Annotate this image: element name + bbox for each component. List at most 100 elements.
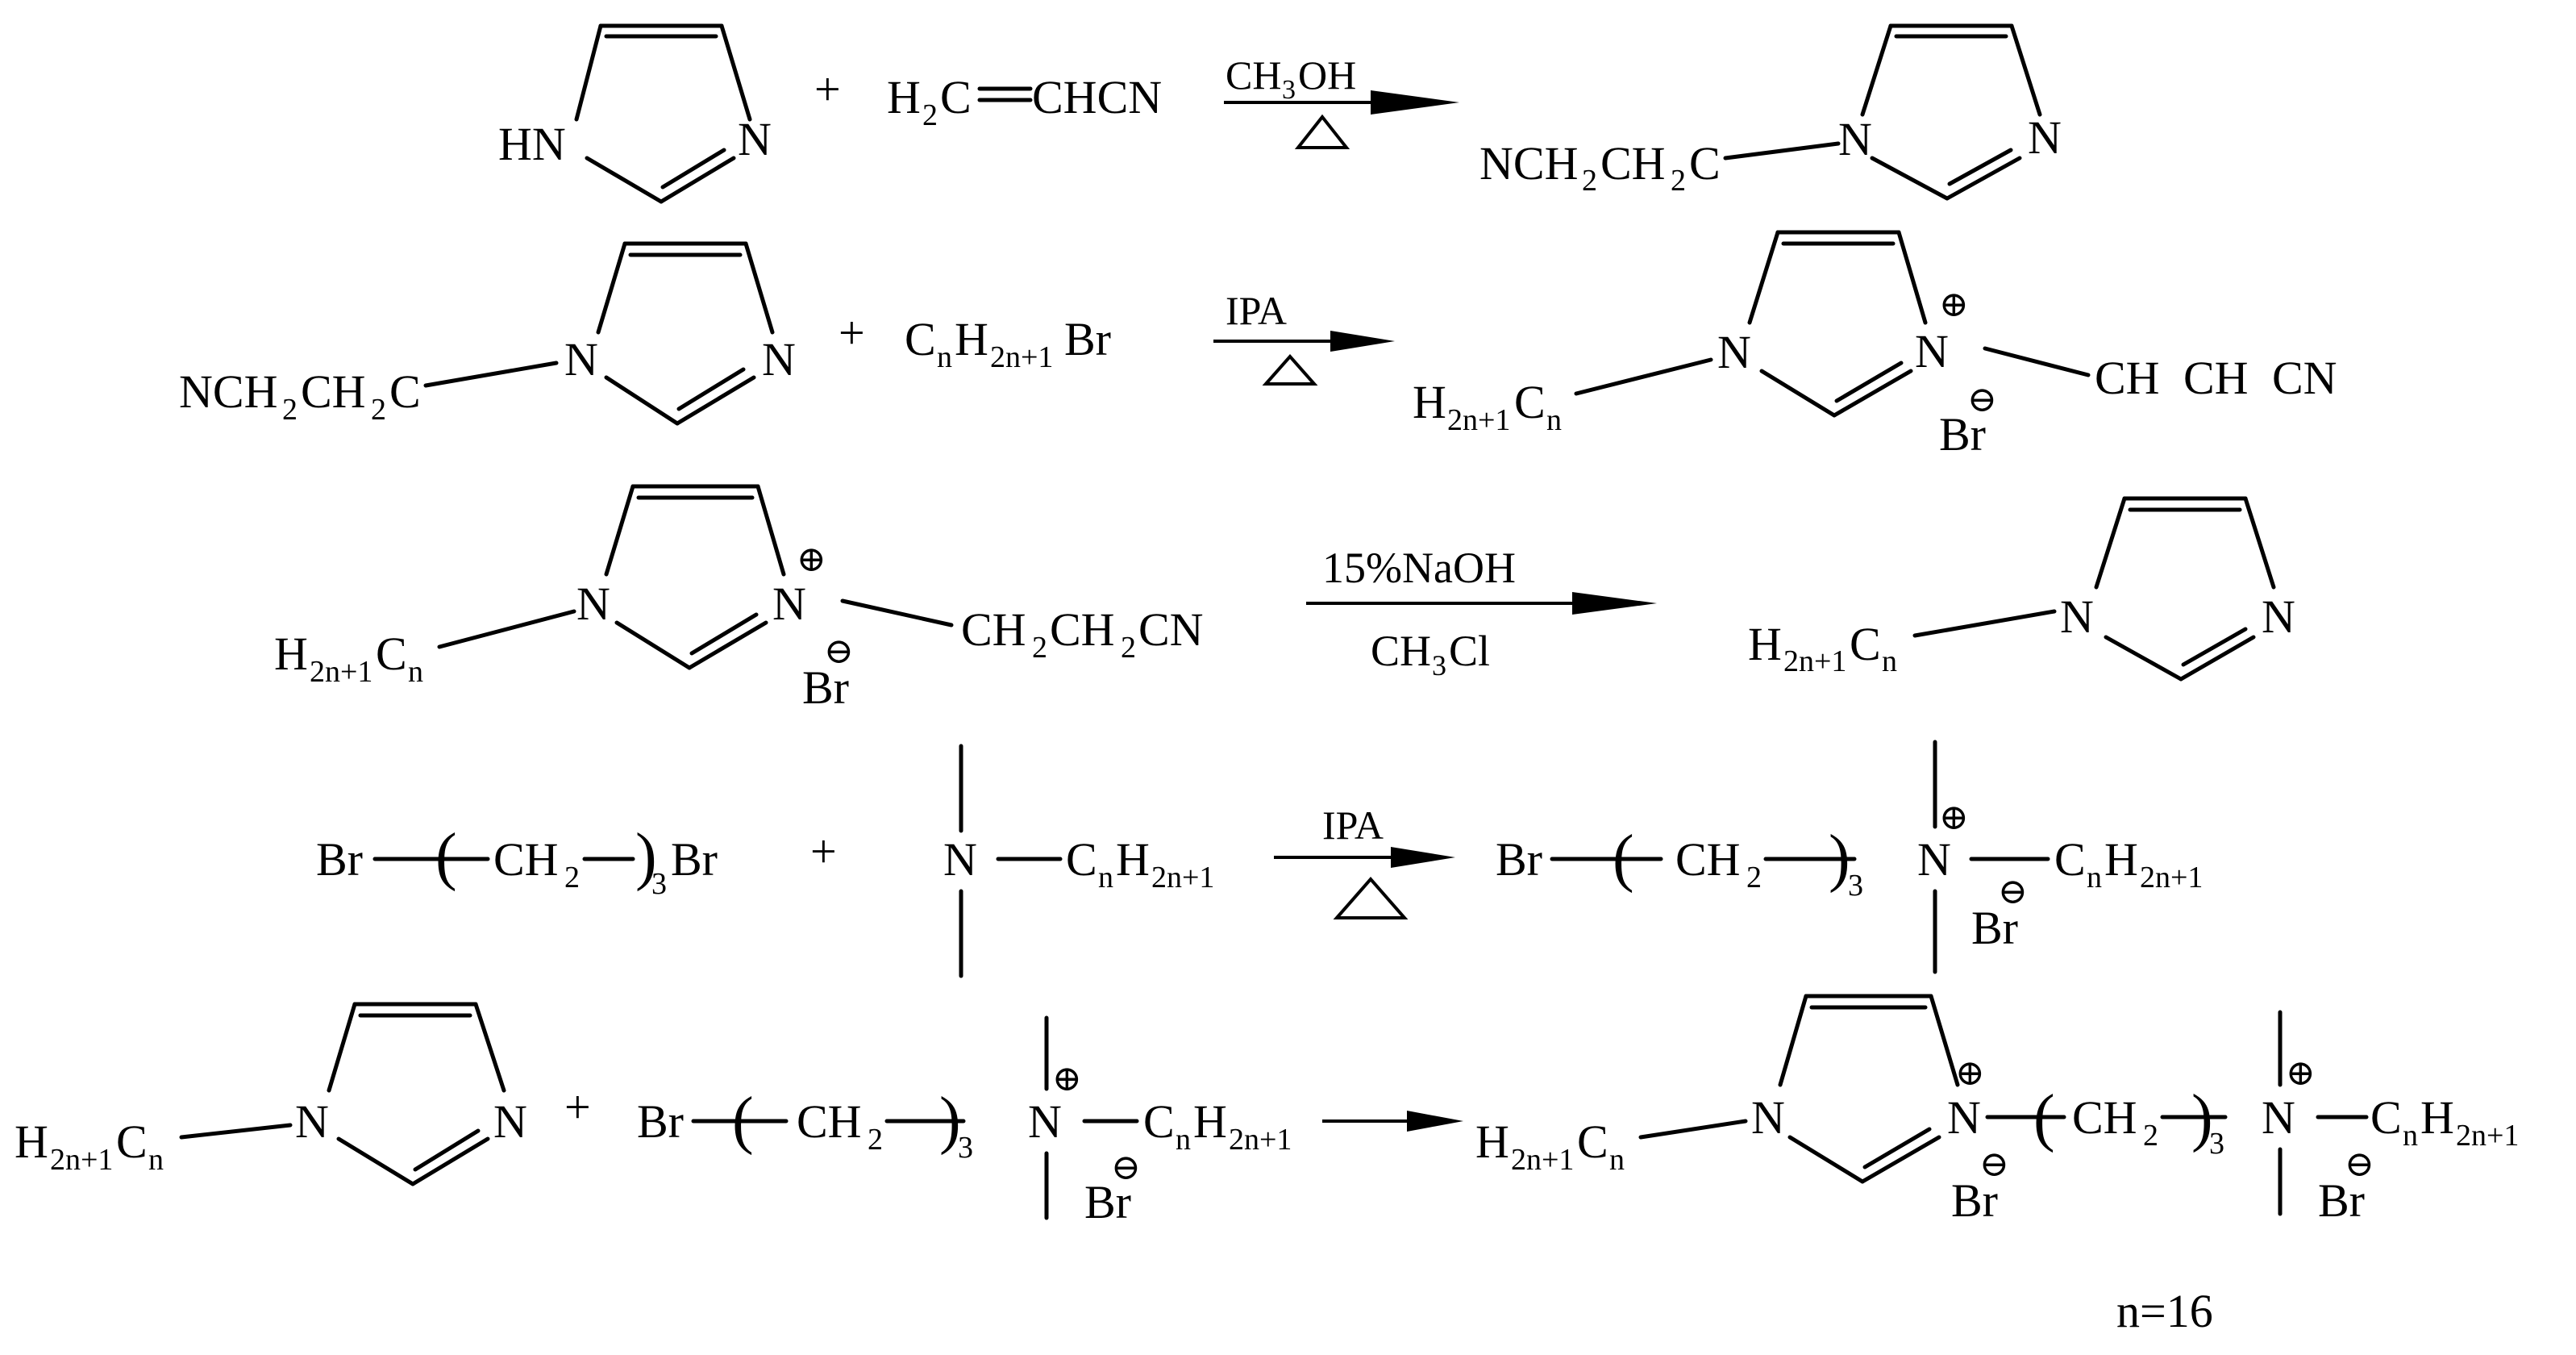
product-h: H <box>1413 376 1446 428</box>
ammonium-alkyl-n: n <box>2403 1119 2418 1153</box>
reactant-n2-label: N <box>762 333 796 386</box>
amine-alkyl-c: C <box>1066 833 1097 886</box>
n-label: N <box>738 113 772 165</box>
reactant-h: H <box>15 1115 48 1168</box>
reactant-sub-2n1: 2n+1 <box>310 655 372 689</box>
cyanoethyl-b: CH <box>2183 352 2249 404</box>
product-imidazole-ring <box>2094 496 2276 682</box>
product-n: n <box>1609 1143 1625 1177</box>
product-paren-open: ( <box>1613 823 1634 894</box>
reactant-c: C <box>116 1115 148 1168</box>
condition-sub: 3 <box>1282 75 1296 105</box>
imidazole-ring <box>574 23 752 204</box>
product-c: C <box>1850 618 1881 670</box>
reactant-imidazole-ring <box>327 1002 506 1186</box>
product-sub-a: 2 <box>1582 164 1597 198</box>
product-sub-2: 2 <box>1746 861 1762 894</box>
imidazolium-charge: ⊕ <box>1955 1053 1985 1093</box>
cyanoethyl-a: CH <box>2095 352 2160 404</box>
product-sub-2n1: 2n+1 <box>1783 644 1846 678</box>
heat-symbol <box>1262 353 1318 386</box>
step-1: HN N + H 2 C CHCN CH 3 OH NCH 2 CH 2 C <box>498 23 2062 204</box>
anion-charge: ⊖ <box>824 632 854 671</box>
product-h: H <box>1475 1115 1509 1168</box>
plus-sign: + <box>814 63 841 115</box>
product-n: n <box>1546 403 1562 437</box>
cyanoethyl-b: CH <box>1050 603 1115 656</box>
bromide-ion: Br <box>1971 902 2018 954</box>
reactant-n2-label: N <box>772 577 806 630</box>
product-n1-label: N <box>1838 113 1872 165</box>
step-2: NCH 2 CH 2 C N N + C n H 2n+1 Br IPA H 2… <box>179 230 2337 461</box>
product-alkyl-n: n <box>2087 861 2102 894</box>
paren-close: ) <box>635 821 657 892</box>
plus-sign: + <box>810 825 837 878</box>
anion-charge: ⊖ <box>1998 872 2028 911</box>
salt-n: N <box>1028 1095 1062 1148</box>
step-5: H 2n+1 C n N N + Br ( CH 2 ) 3 N ⊕ C n H <box>15 994 2519 1228</box>
step-4: Br ( CH 2 ) 3 Br + N C n H 2n+1 IPA Br (… <box>316 740 2203 978</box>
salt-cation-charge: ⊕ <box>1052 1059 1082 1099</box>
reactant-n1-label: N <box>576 577 610 630</box>
dibromide-br-left: Br <box>316 833 363 886</box>
reactant-n1-label: N <box>564 333 598 386</box>
ammonium-anion-charge: ⊖ <box>2345 1144 2374 1184</box>
product-n1-label: N <box>1751 1091 1785 1144</box>
reactant-c: C <box>376 627 407 680</box>
step-3: H 2n+1 C n N N ⊕ ⊖ Br CH 2 CH 2 CN 15%Na… <box>274 484 2295 714</box>
reactant-n1-label: N <box>295 1095 329 1148</box>
amine-alkyl-sub: 2n+1 <box>1151 861 1214 894</box>
alkyl-bromide-n: n <box>937 340 952 374</box>
reactant-sub-b: 2 <box>371 393 386 427</box>
cyanoethyl-cn: CN <box>1138 603 1204 656</box>
product-n1-label: N <box>2060 590 2094 643</box>
imidazolium-bromide: Br <box>1951 1174 1998 1227</box>
ammonium-alkyl-c: C <box>2370 1091 2402 1144</box>
product-n2-label: N <box>2262 590 2295 643</box>
amine-alkyl-h: H <box>1116 833 1150 886</box>
reactant-c: C <box>389 365 421 418</box>
salt-sub-2: 2 <box>868 1123 883 1157</box>
product-c: C <box>1577 1115 1608 1168</box>
alkyl-bromide-c: C <box>905 313 936 365</box>
cyanoethyl-a: CH <box>961 603 1026 656</box>
product-alkyl-sub: 2n+1 <box>2140 861 2203 894</box>
ammonium-n: N <box>2262 1091 2295 1144</box>
cation-charge: ⊕ <box>797 540 826 579</box>
product-c: C <box>1514 376 1546 428</box>
product-n: N <box>1917 833 1951 886</box>
salt-alkyl-c: C <box>1143 1095 1175 1148</box>
paren-open: ( <box>435 821 457 892</box>
product-sub-2n1: 2n+1 <box>1447 403 1510 437</box>
salt-anion-charge: ⊖ <box>1111 1148 1141 1187</box>
plus-sign: + <box>839 306 865 359</box>
product-imidazolium-ring <box>1778 994 1960 1184</box>
dibromide-sub-3: 3 <box>651 867 667 901</box>
condition-ch: CH <box>1226 52 1281 98</box>
linker-sub-3: 3 <box>2209 1127 2224 1161</box>
product-n2-label: N <box>1947 1091 1981 1144</box>
hn-label: HN <box>498 118 566 170</box>
bromide-ion: Br <box>1939 408 1986 461</box>
product-n2-label: N <box>2028 111 2062 164</box>
product-n: n <box>1882 644 1897 678</box>
condition-sub: 3 <box>1432 649 1446 682</box>
amine-n: N <box>943 833 977 886</box>
dibromide-sub-2: 2 <box>564 861 580 894</box>
salt-sub-3: 3 <box>958 1131 973 1165</box>
product-alkyl-c: C <box>2054 833 2086 886</box>
dibromide-br-right: Br <box>671 833 718 886</box>
condition-naoh: 15%NaOH <box>1322 544 1516 592</box>
product-paren-close: ) <box>1829 823 1850 894</box>
alkyl-bromide-sub: 2n+1 <box>990 340 1053 374</box>
product-c: C <box>1689 137 1721 190</box>
product-sub-2n1: 2n+1 <box>1511 1143 1574 1177</box>
condition-ipa: IPA <box>1322 803 1384 848</box>
product-imidazole-ring <box>1860 23 2042 201</box>
salt-alkyl-h: H <box>1193 1095 1227 1148</box>
product-nch: NCH <box>1479 137 1578 190</box>
salt-alkyl-sub: 2n+1 <box>1229 1123 1292 1157</box>
ammonium-charge: ⊕ <box>2286 1053 2316 1093</box>
anion-charge: ⊖ <box>1967 380 1997 419</box>
